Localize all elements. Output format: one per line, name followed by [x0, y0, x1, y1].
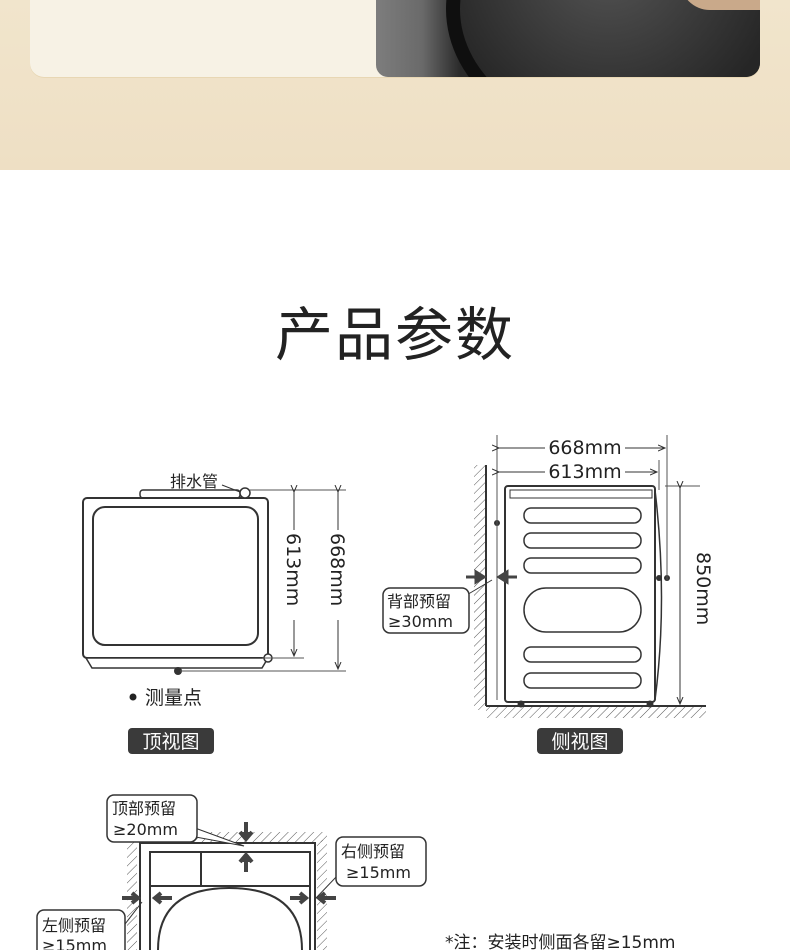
- left-clearance-title: 左侧预留: [42, 916, 106, 935]
- top-clearance-value: ≥20mm: [113, 820, 178, 839]
- front-clearance-diagram: 顶部预留 ≥20mm 右侧预留 ≥15mm 左侧预留 ≥15mm *注：安装时侧…: [36, 794, 676, 950]
- top-view-diagram: 排水管 613mm 668mm 测量点 顶视图: [82, 472, 350, 754]
- side-view-diagram: 668mm 613mm 850mm 背部预留 ≥30mm 侧视图: [382, 435, 714, 754]
- hand-image: [680, 0, 760, 10]
- top-view-label: 顶视图: [142, 731, 199, 753]
- top-dim-inner: 613mm: [282, 533, 304, 606]
- feature-card: [30, 0, 760, 77]
- side-height: 850mm: [692, 552, 714, 625]
- installation-note: *注：安装时侧面各留≥15mm: [445, 933, 676, 950]
- right-clearance-value: ≥15mm: [346, 863, 411, 882]
- top-clearance-title: 顶部预留: [112, 799, 176, 818]
- left-clearance-value: ≥15mm: [42, 936, 107, 950]
- dryer-drum-photo: [376, 0, 760, 77]
- right-clearance-title: 右侧预留: [341, 842, 405, 861]
- back-clearance-value: ≥30mm: [388, 612, 453, 631]
- side-dim-inner: 613mm: [548, 461, 621, 483]
- top-dim-outer: 668mm: [326, 533, 348, 606]
- measure-point-label: 测量点: [145, 687, 202, 709]
- page-title: 产品参数: [274, 301, 515, 369]
- drain-pipe-label: 排水管: [170, 472, 218, 491]
- drum-image: [446, 0, 760, 77]
- drain-pipe-icon: [239, 487, 251, 499]
- side-dim-outer: 668mm: [548, 437, 621, 459]
- back-clearance-title: 背部预留: [387, 592, 451, 611]
- banner-background: [0, 0, 790, 170]
- side-view-label: 侧视图: [551, 731, 608, 753]
